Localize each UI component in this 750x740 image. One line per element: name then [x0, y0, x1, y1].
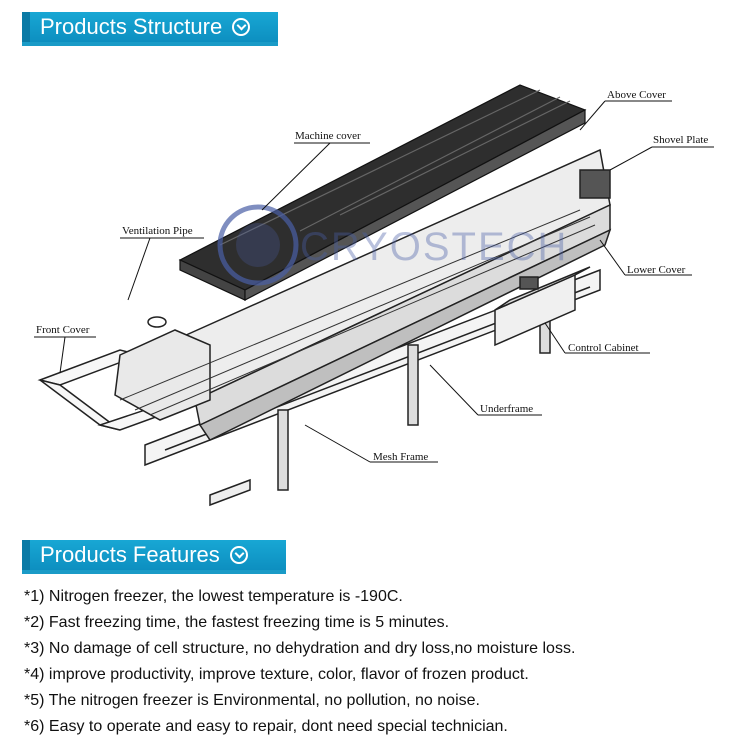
section-title: Products Structure [40, 14, 223, 39]
feature-item: *6) Easy to operate and easy to repair, … [24, 718, 508, 735]
front-cover-drawing [37, 349, 178, 431]
machine-cover-drawing [178, 84, 587, 301]
label-above-cover: Above Cover [607, 89, 666, 101]
feature-item: *1) Nitrogen freezer, the lowest tempera… [24, 588, 403, 605]
label-front-cover: Front Cover [36, 324, 90, 336]
label-underframe: Underframe [480, 403, 533, 415]
chevron-down-icon [229, 546, 248, 564]
feature-item: *5) The nitrogen freezer is Environmenta… [24, 692, 480, 709]
chevron-down-icon [232, 18, 251, 36]
feature-item: *3) No damage of cell structure, no dehy… [24, 640, 576, 657]
section-title: Products Features [40, 542, 220, 567]
mesh-frame-drawing [119, 209, 596, 416]
label-shovel-plate: Shovel Plate [653, 134, 708, 146]
label-control-cabinet: Control Cabinet [568, 342, 639, 354]
label-ventilation-pipe: Ventilation Pipe [122, 225, 193, 237]
features-list: *1) Nitrogen freezer, the lowest tempera… [24, 584, 575, 740]
freezer-structure-diagram: CRYOSTECH Above Cover Shovel Plate Machi… [34, 84, 714, 507]
cryostech-watermark: CRYOSTECH [217, 204, 568, 286]
label-lower-cover: Lower Cover [627, 264, 686, 276]
feature-item: *2) Fast freezing time, the fastest free… [24, 614, 450, 631]
products-features-header: Products Features [22, 540, 286, 574]
label-mesh-frame: Mesh Frame [373, 451, 428, 463]
control-cabinet-drawing [494, 266, 591, 347]
products-structure-header: Products Structure [22, 12, 278, 46]
label-machine-cover: Machine cover [295, 130, 361, 142]
tunnel-body-drawing [114, 148, 612, 441]
feature-item: *4) improve productivity, improve textur… [24, 666, 529, 683]
watermark-text: CRYOSTECH [300, 225, 568, 269]
